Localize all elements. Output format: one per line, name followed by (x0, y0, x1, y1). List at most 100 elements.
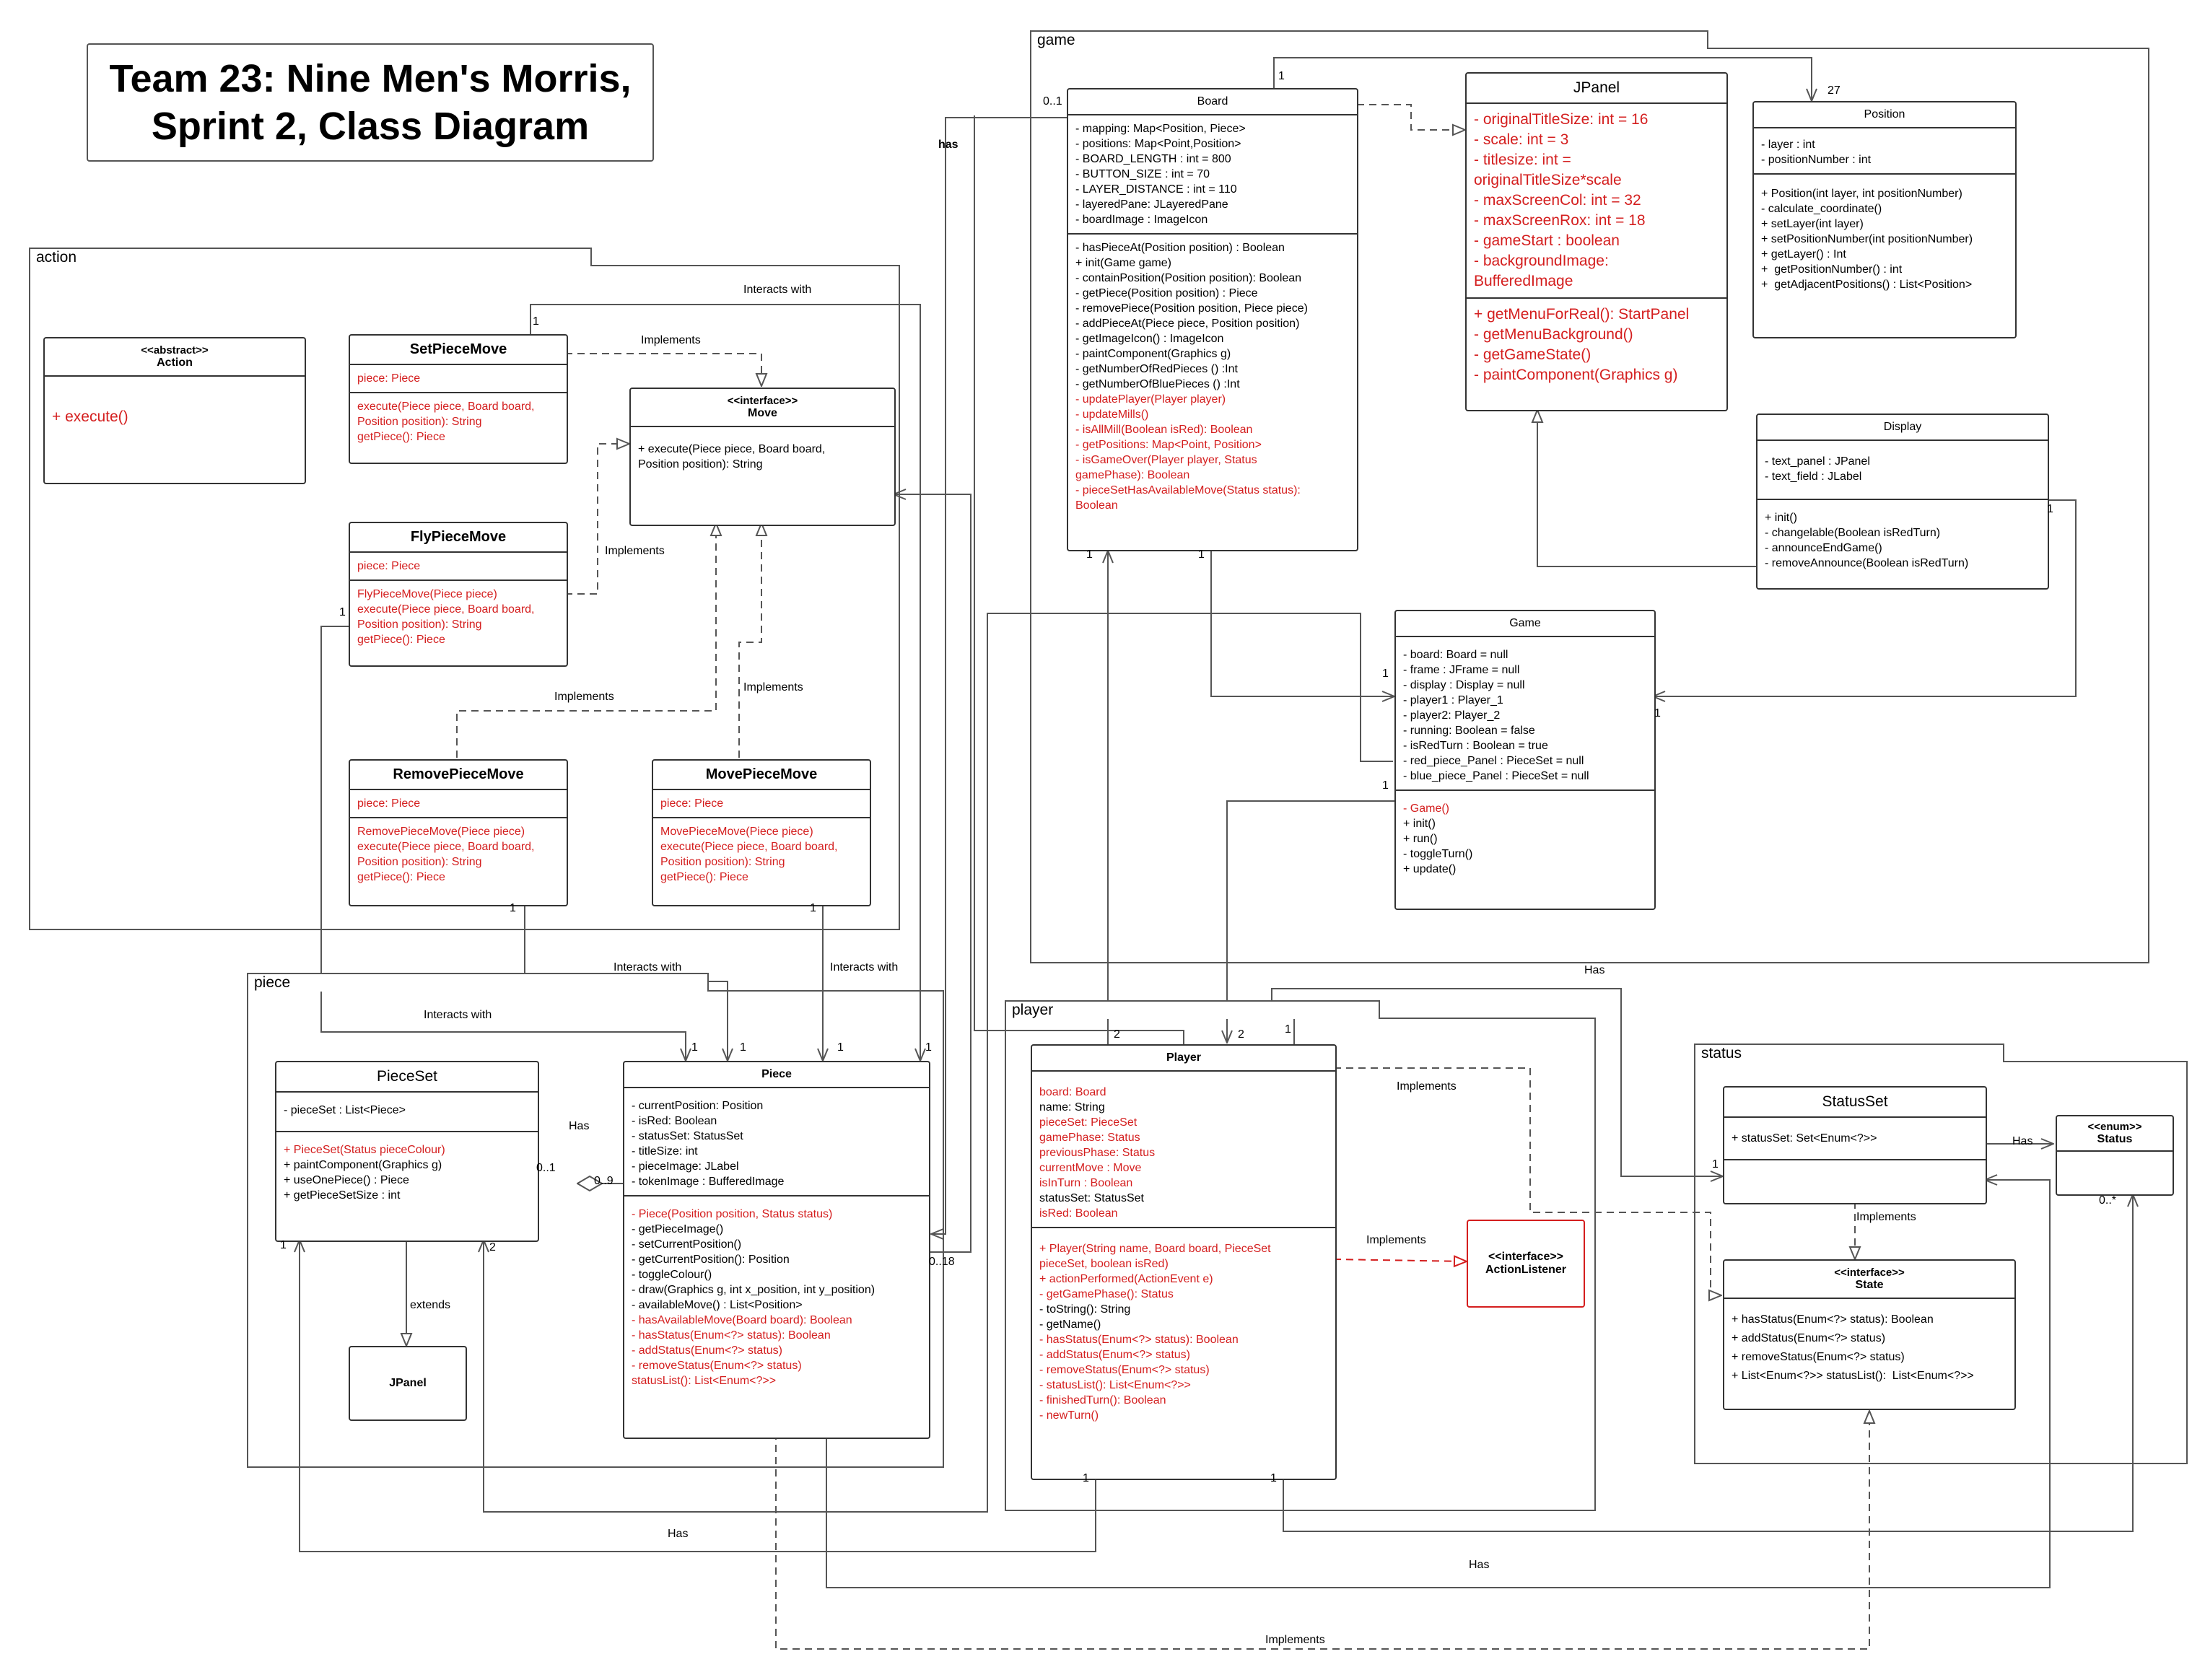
label-implements: Implements (641, 334, 701, 346)
method: + removeStatus(Enum<?> status) (1732, 1351, 1905, 1363)
class-actionlistener-name: ActionListener (1485, 1264, 1566, 1276)
attribute: - titleSize: int (632, 1145, 698, 1158)
class-piece-name: Piece (624, 1062, 929, 1088)
label-implements: Implements (1397, 1080, 1457, 1093)
class-status-stereotype: <<enum>> (2087, 1121, 2142, 1133)
method: - finishedTurn(): Boolean (1039, 1394, 1166, 1406)
multiplicity: 1 (1198, 548, 1205, 561)
label-implements: Implements (554, 691, 614, 703)
method: - Game() (1403, 802, 1449, 815)
label-interacts-with: Interacts with (424, 1009, 492, 1021)
multiplicity: 0..* (2099, 1194, 2117, 1207)
package-status-tab: status (1694, 1044, 2004, 1062)
attribute: - text_panel : JPanel (1765, 455, 1870, 468)
attribute: + statusSet: Set<Enum<?>> (1732, 1132, 1877, 1145)
class-game-name: Game (1396, 611, 1654, 637)
class-setpiecemove: SetPieceMove piece: Piece execute(Piece … (349, 334, 568, 464)
multiplicity: 1 (1083, 1472, 1089, 1484)
class-jpanel-game: JPanel - originalTitleSize: int = 16 - s… (1465, 72, 1728, 411)
attribute: - isRedTurn : Boolean = true (1403, 740, 1548, 752)
method: - changelable(Boolean isRedTurn) (1765, 527, 1941, 539)
method: + useOnePiece() : Piece (284, 1174, 409, 1186)
board-extends-jpanel (1357, 104, 1465, 130)
method: + PieceSet(Status pieceColour) (284, 1144, 445, 1156)
label-interacts-with: Interacts with (614, 961, 682, 974)
multiplicity: 1 (1278, 70, 1285, 82)
method: - pieceSetHasAvailableMove(Status status… (1075, 484, 1301, 496)
label-has: Has (1469, 1559, 1490, 1571)
piece-implements-state (775, 1411, 1869, 1650)
method: pieceSet, boolean isRed) (1039, 1258, 1169, 1270)
player-implements-actionlistener (1333, 1259, 1467, 1261)
multiplicity: 1 (1654, 707, 1661, 719)
method: FlyPieceMove(Piece piece) (357, 588, 497, 600)
attribute: - frame : JFrame = null (1403, 664, 1520, 676)
method: - newTurn() (1039, 1409, 1099, 1422)
method: Boolean (1075, 499, 1118, 512)
class-board-name: Board (1068, 89, 1357, 115)
method: - toggleTurn() (1403, 848, 1473, 860)
method: Position position): String (638, 458, 763, 471)
label-extends: extends (410, 1299, 451, 1311)
label-implements: Implements (743, 681, 803, 694)
attribute: - isRed: Boolean (632, 1115, 717, 1127)
method: execute(Piece piece, Board board, (357, 841, 535, 853)
attribute: - originalTitleSize: int = 16 (1474, 111, 1649, 128)
multiplicity: 1 (2047, 503, 2053, 515)
method: + init() (1765, 512, 1797, 524)
attribute: piece: Piece (357, 560, 421, 572)
attribute: - LAYER_DISTANCE : int = 110 (1075, 183, 1237, 196)
attribute: - text_field : JLabel (1765, 471, 1862, 483)
setpiecemove-implements-move (565, 353, 761, 386)
class-removepiecemove: RemovePieceMove piece: Piece RemovePiece… (349, 759, 568, 906)
attribute: BufferedImage (1474, 273, 1573, 289)
game-has-board (1210, 551, 1394, 696)
removepiecemove-implements-move (456, 523, 716, 758)
label-has: Has (2012, 1135, 2033, 1147)
method: - updatePlayer(Player player) (1075, 393, 1226, 406)
game-has-pieceset (484, 613, 1393, 1513)
method: getPiece(): Piece (357, 871, 445, 883)
method: - addStatus(Enum<?> status) (632, 1344, 782, 1357)
class-move-interface: <<interface>> Move + execute(Piece piece… (629, 388, 896, 526)
attribute: - tokenImage : BufferedImage (632, 1176, 785, 1188)
method: + setLayer(int layer) (1761, 218, 1864, 230)
method: + Position(int layer, int positionNumber… (1761, 188, 1962, 200)
method: RemovePieceMove(Piece piece) (357, 826, 525, 838)
attribute: - mapping: Map<Position, Piece> (1075, 123, 1246, 135)
method: - getImageIcon() : ImageIcon (1075, 333, 1224, 345)
class-piece: Piece - currentPosition: Position - isRe… (623, 1061, 930, 1439)
attribute: - blue_piece_Panel : PieceSet = null (1403, 770, 1589, 782)
method: + hasStatus(Enum<?> status): Boolean (1732, 1313, 1934, 1326)
multiplicity: 2 (1114, 1028, 1120, 1041)
class-position-name: Position (1754, 102, 2015, 128)
label-has: Has (569, 1120, 590, 1132)
attribute: - titlesize: int = (1474, 152, 1571, 168)
board-has-piece (931, 117, 1067, 1234)
method: + getPieceSetSize : int (284, 1189, 401, 1202)
class-move-stereotype: <<interface>> (727, 395, 798, 407)
class-state-stereotype: <<interface>> (1834, 1266, 1905, 1279)
class-action-name: Action (157, 356, 193, 369)
method: - toggleColour() (632, 1269, 712, 1281)
player-implements-state (1334, 1067, 1721, 1295)
method: - getPiece(Position position) : Piece (1075, 287, 1258, 299)
multiplicity: 1 (339, 606, 346, 618)
method: + setPositionNumber(int positionNumber) (1761, 233, 1973, 245)
method: - paintComponent(Graphics g) (1075, 348, 1231, 360)
attribute: isRed: Boolean (1039, 1207, 1118, 1220)
method: gamePhase): Boolean (1075, 469, 1190, 481)
attribute: name: String (1039, 1101, 1105, 1114)
method: Position position): String (357, 618, 482, 631)
method: getPiece(): Piece (660, 871, 748, 883)
class-player-name: Player (1032, 1046, 1335, 1072)
attribute: - currentPosition: Position (632, 1100, 764, 1112)
package-piece-tab: piece (247, 973, 709, 992)
class-flypiecemove-name: FlyPieceMove (350, 523, 567, 553)
method: - removeStatus(Enum<?> status) (632, 1360, 802, 1372)
player-has-status (1283, 1194, 2133, 1532)
attribute: - BUTTON_SIZE : int = 70 (1075, 168, 1210, 180)
title-line-1: Team 23: Nine Men's Morris, (109, 57, 632, 100)
multiplicity: 1 (925, 1041, 932, 1054)
method: - draw(Graphics g, int x_position, int y… (632, 1284, 876, 1296)
